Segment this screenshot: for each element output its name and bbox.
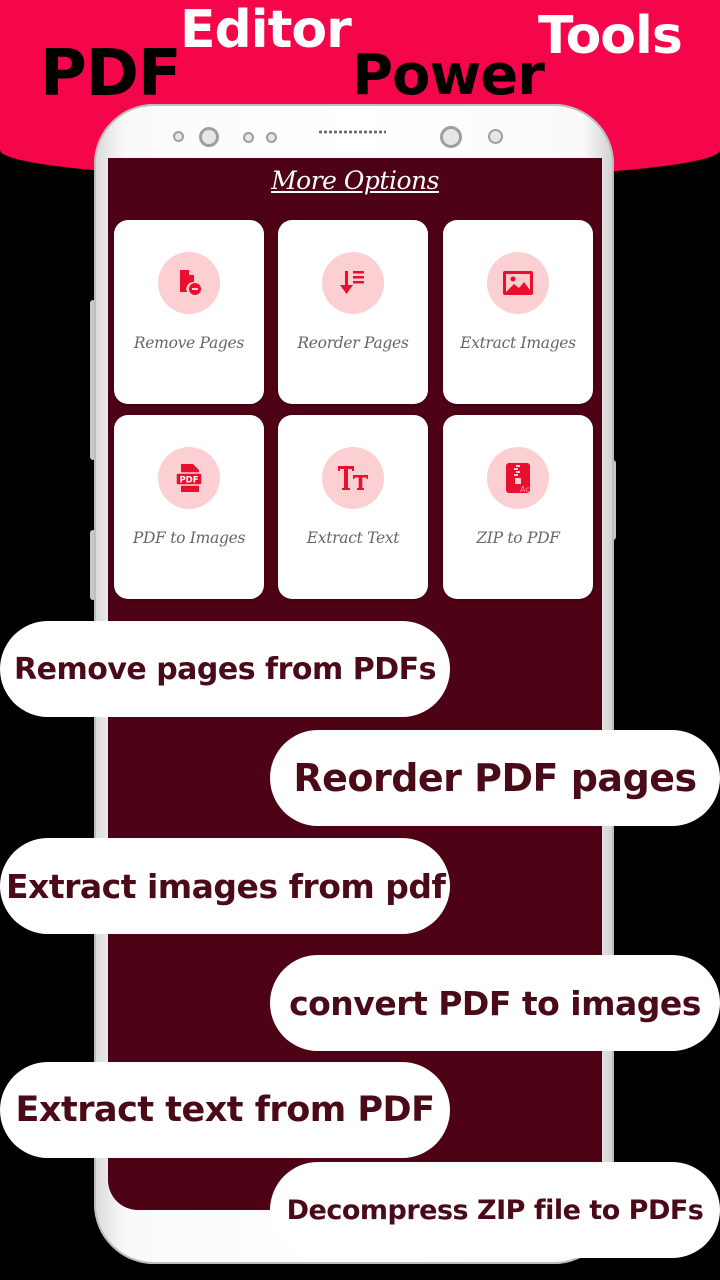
sensor-icon (488, 129, 503, 144)
headline-word-power: Power (352, 43, 545, 108)
option-label: Extract Text (306, 529, 400, 547)
svg-text:Ac: Ac (520, 485, 530, 494)
front-camera-icon (199, 127, 219, 147)
front-camera-icon (440, 126, 462, 148)
zip-icon: Ac (487, 447, 549, 509)
earpiece-speaker (318, 128, 386, 136)
option-card-extract-text[interactable]: Extract Text (278, 415, 428, 599)
feature-pill-zip-to-pdf: Decompress ZIP file to PDFs (270, 1162, 720, 1258)
feature-pill-extract-text: Extract text from PDF (0, 1062, 450, 1158)
text-icon (322, 447, 384, 509)
svg-text:PDF: PDF (179, 476, 198, 486)
image-icon (487, 252, 549, 314)
headline-word-tools: Tools (538, 6, 683, 66)
headline-word-pdf: PDF (40, 37, 182, 111)
option-label: Extract Images (460, 334, 576, 352)
option-card-remove-pages[interactable]: Remove Pages (114, 220, 264, 404)
phone-side-button (90, 530, 96, 600)
option-card-extract-images[interactable]: Extract Images (443, 220, 593, 404)
headline-word-editor: Editor (180, 0, 352, 60)
sensor-icon (266, 132, 277, 143)
feature-pill-remove-pages: Remove pages from PDFs (0, 621, 450, 717)
option-card-reorder-pages[interactable]: Reorder Pages (278, 220, 428, 404)
more-options-title: More Options (271, 166, 439, 195)
feature-pill-extract-images: Extract images from pdf (0, 838, 450, 934)
option-label: ZIP to PDF (476, 529, 560, 547)
option-label: PDF to Images (132, 529, 246, 547)
pdf-file-icon: PDF (158, 447, 220, 509)
sensor-icon (243, 132, 254, 143)
feature-pill-convert-to-images: convert PDF to images (270, 955, 720, 1051)
option-card-zip-to-pdf[interactable]: Ac ZIP to PDF (443, 415, 593, 599)
remove-page-icon (158, 252, 220, 314)
feature-pill-reorder-pages: Reorder PDF pages (270, 730, 720, 826)
option-card-pdf-to-images[interactable]: PDF PDF to Images (114, 415, 264, 599)
sensor-icon (173, 131, 184, 142)
option-label: Remove Pages (133, 334, 245, 352)
option-label: Reorder Pages (297, 334, 409, 352)
reorder-icon (322, 252, 384, 314)
phone-volume-button (90, 300, 96, 460)
